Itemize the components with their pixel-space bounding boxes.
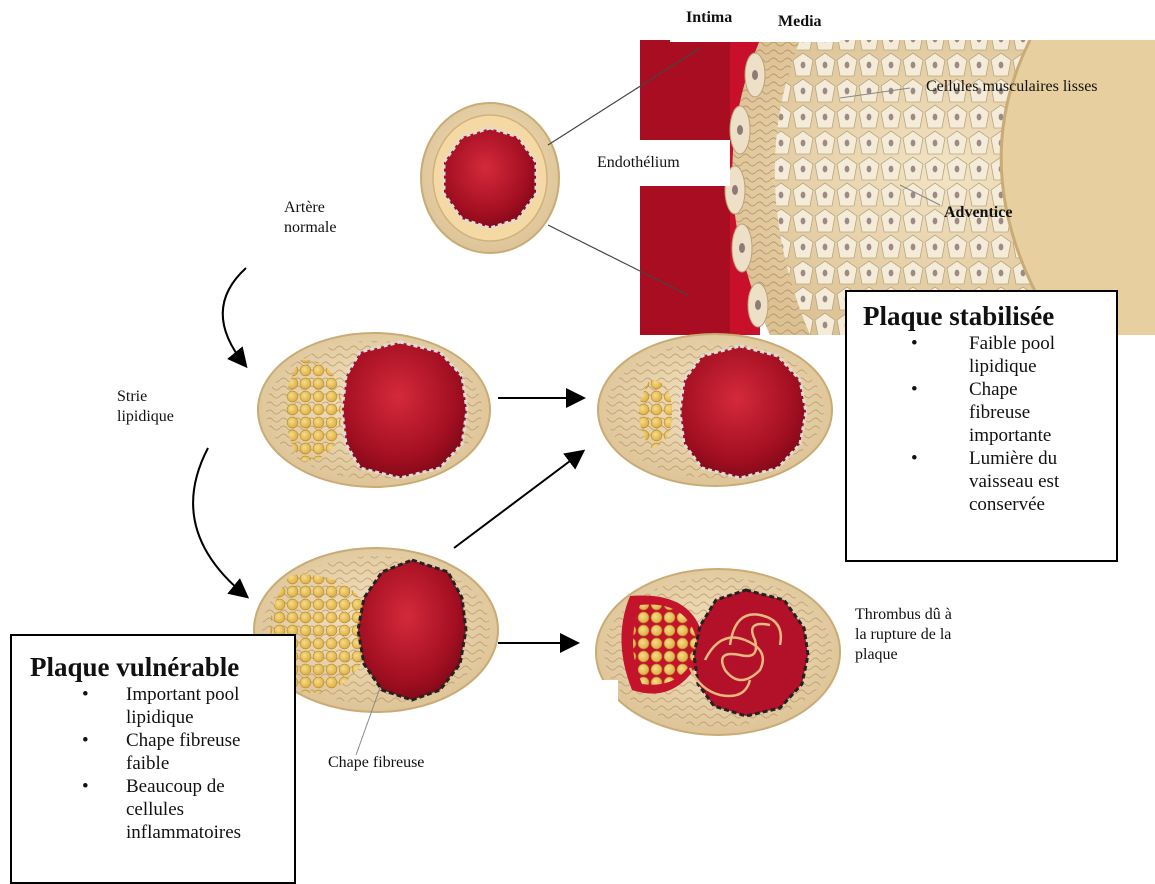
vulnerable-plaque-list: •Important pool lipidique •Chape fibreus… xyxy=(82,683,257,844)
intima-label: Intima xyxy=(686,8,732,28)
list-item: •Lumière du vaisseau est conservée xyxy=(911,447,1061,516)
stable-plaque-list: •Faible pool lipidique •Chape fibreuse i… xyxy=(911,332,1061,516)
stable-plaque-box: Plaque stabilisée •Faible pool lipidique… xyxy=(845,290,1118,562)
thrombus-label: Thrombus dû à la rupture de la plaque xyxy=(855,605,952,665)
fatty-streak-artery xyxy=(258,333,490,487)
normal-artery-label: Artère normale xyxy=(284,198,390,254)
normal-artery-cross-section xyxy=(421,103,559,253)
stable-plaque-title: Plaque stabilisée xyxy=(863,300,1106,332)
fatty-streak-label: Strie lipidique xyxy=(117,387,174,427)
endothelium-label: Endothélium xyxy=(597,153,680,173)
list-item: •Chape fibreuse faible xyxy=(82,729,257,775)
media-label: Media xyxy=(778,12,822,32)
smooth-muscle-label: Cellules musculaires lisses xyxy=(926,77,1098,97)
vulnerable-plaque-box: Plaque vulnérable •Important pool lipidi… xyxy=(10,634,296,884)
list-item: •Beaucoup de cellules inflammatoires xyxy=(82,775,257,844)
adventitia-label: Adventice xyxy=(944,203,1012,223)
list-item: •Faible pool lipidique xyxy=(911,332,1061,378)
thrombus-artery xyxy=(596,569,840,735)
stable-plaque-artery xyxy=(598,334,832,486)
vulnerable-plaque-title: Plaque vulnérable xyxy=(30,651,284,683)
fibrous-cap-label: Chape fibreuse xyxy=(328,753,424,773)
list-item: •Important pool lipidique xyxy=(82,683,257,729)
list-item: •Chape fibreuse importante xyxy=(911,378,1061,447)
